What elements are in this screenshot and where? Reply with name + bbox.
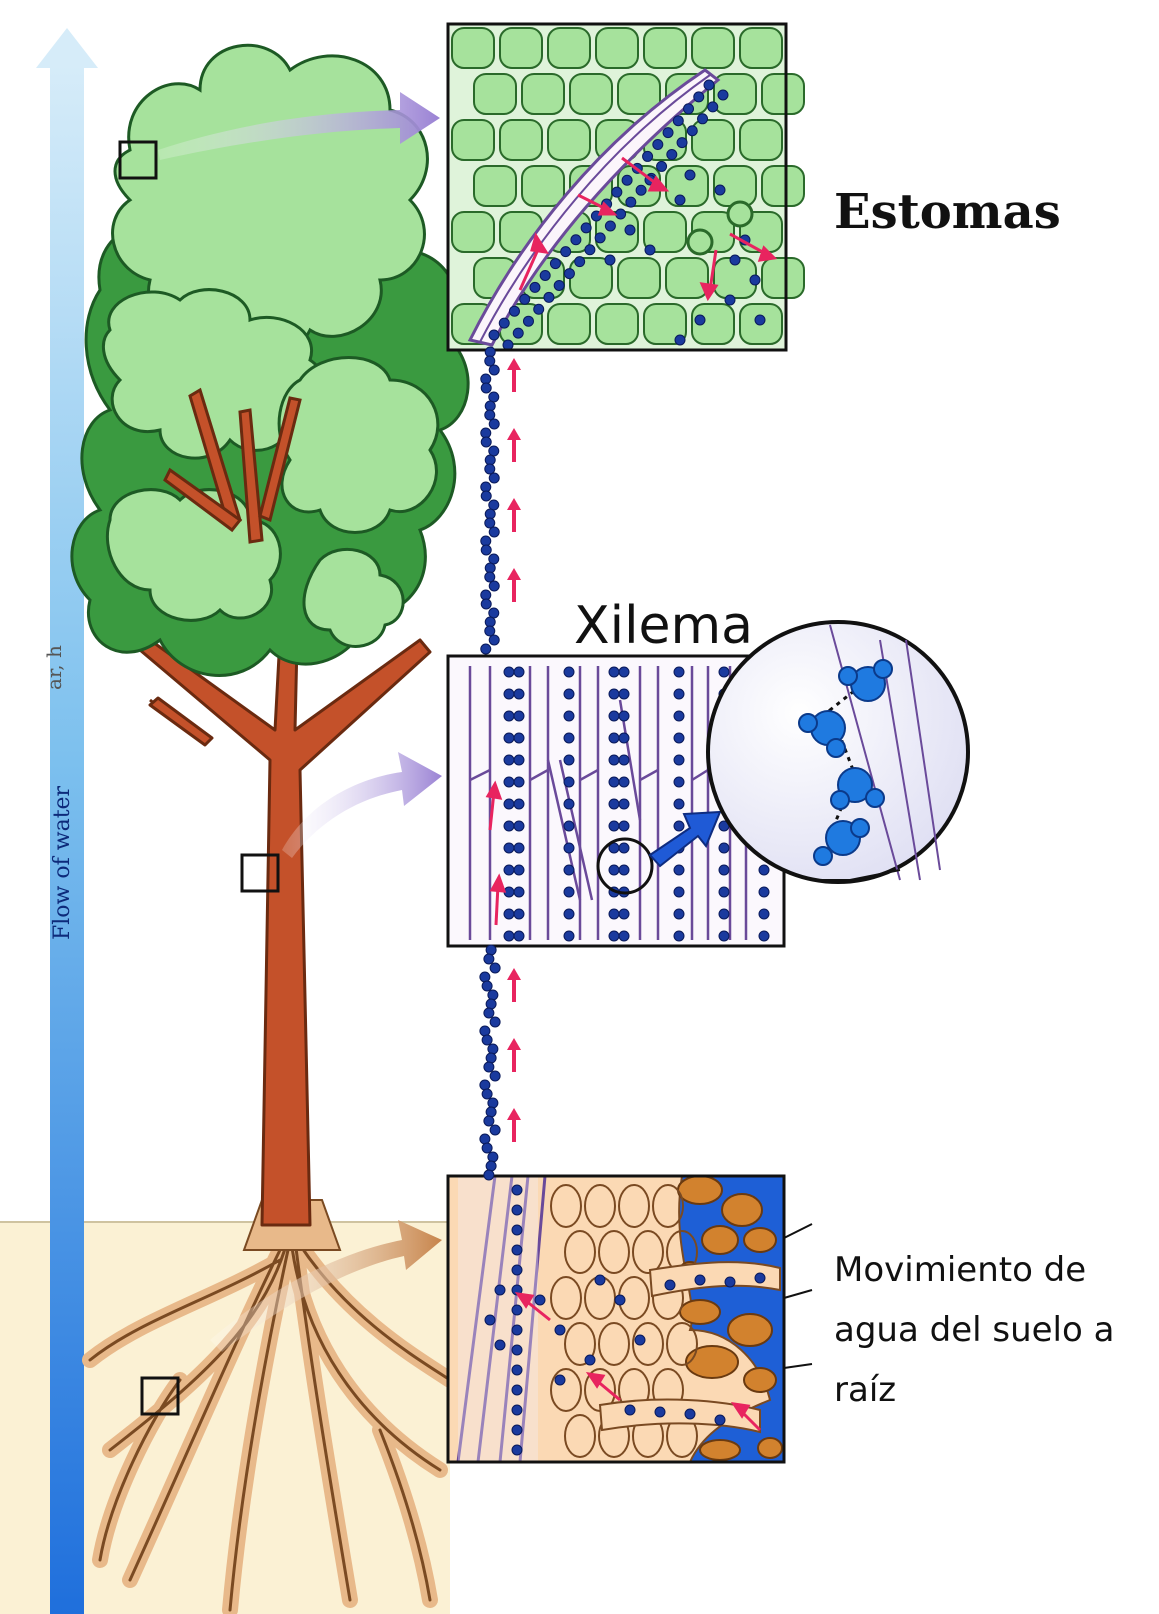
stomata-panel [448, 24, 804, 350]
margin-fragment-text: ar​, h [42, 645, 66, 690]
soil-to-root-label: Movimiento de agua del suelo a raíz [834, 1240, 1154, 1420]
trunk [140, 600, 430, 1225]
flow-of-water-label: Flow of water [50, 786, 75, 940]
xylem-label: Xilema [574, 596, 753, 656]
magnifier-circle-icon [708, 622, 968, 882]
root-panel [448, 1176, 812, 1462]
stomata-label: Estomas [834, 184, 1061, 240]
tree-canopy [72, 45, 468, 675]
